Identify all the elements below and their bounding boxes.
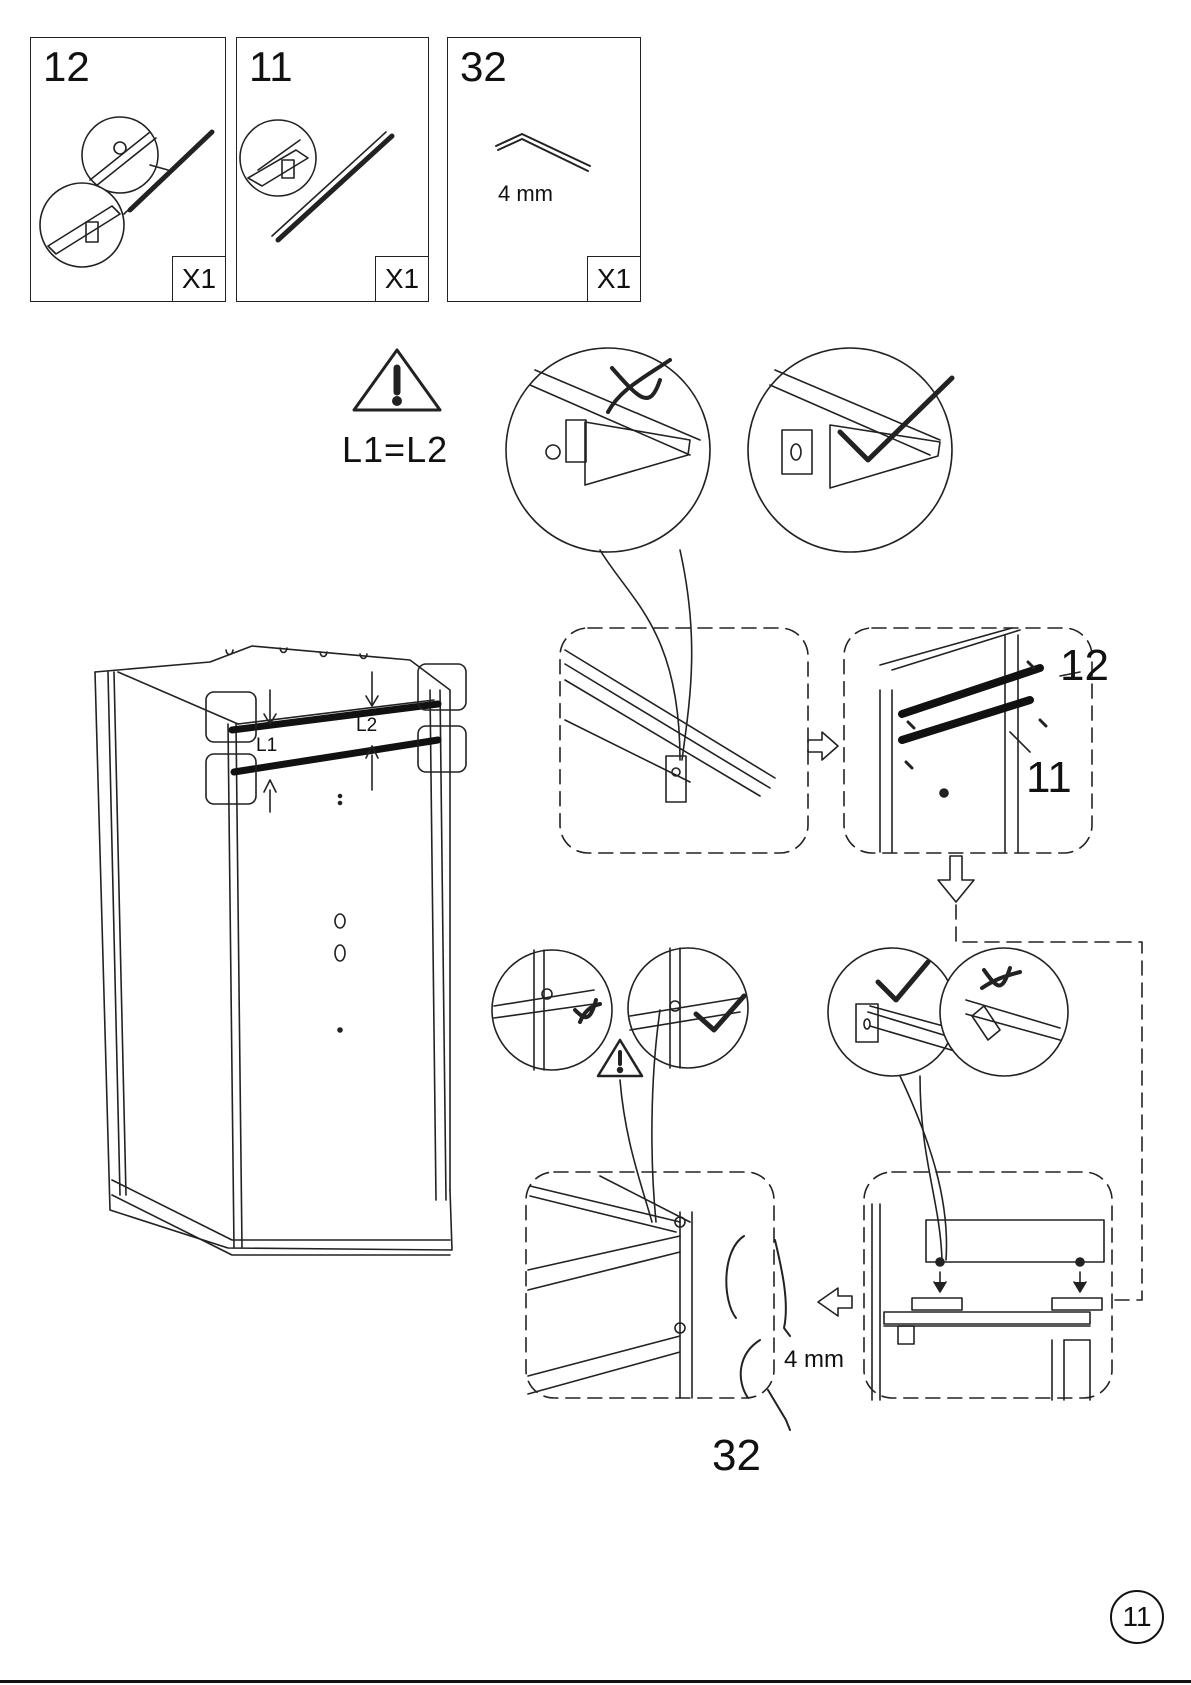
correct-orientation-detail	[748, 348, 952, 552]
cabin-label-l2: L2	[356, 716, 377, 735]
shower-cabin-drawing	[95, 646, 466, 1255]
wrong-orientation-detail	[506, 348, 710, 552]
detail-label-11: 11	[1026, 756, 1072, 800]
correct-screw-detail	[628, 948, 748, 1068]
wrong-slot-detail	[940, 948, 1068, 1076]
warning-icon	[354, 350, 440, 410]
arrow-left-icon	[818, 1288, 852, 1316]
wrong-screw-detail	[492, 950, 612, 1070]
page-number: 11	[1110, 1590, 1164, 1644]
detail-label-12: 12	[1060, 644, 1109, 688]
hex-key-32-illustration	[496, 134, 590, 171]
arrow-right-icon	[808, 732, 838, 760]
bottom-rule	[0, 1680, 1191, 1683]
screwing-detail	[528, 1176, 790, 1430]
detail-label-32: 32	[712, 1434, 761, 1478]
cabin-label-l1: L1	[256, 736, 277, 755]
equal-length-formula: L1=L2	[342, 432, 448, 468]
cross-section-detail	[872, 1204, 1104, 1400]
arrow-down-icon	[938, 856, 974, 902]
profile-12-illustration	[40, 117, 212, 267]
detail-size-label: 4 mm	[784, 1348, 844, 1372]
profile-11-illustration	[240, 120, 392, 240]
small-warning-icon	[598, 1040, 642, 1076]
panel-profiles-detail	[880, 628, 1080, 852]
